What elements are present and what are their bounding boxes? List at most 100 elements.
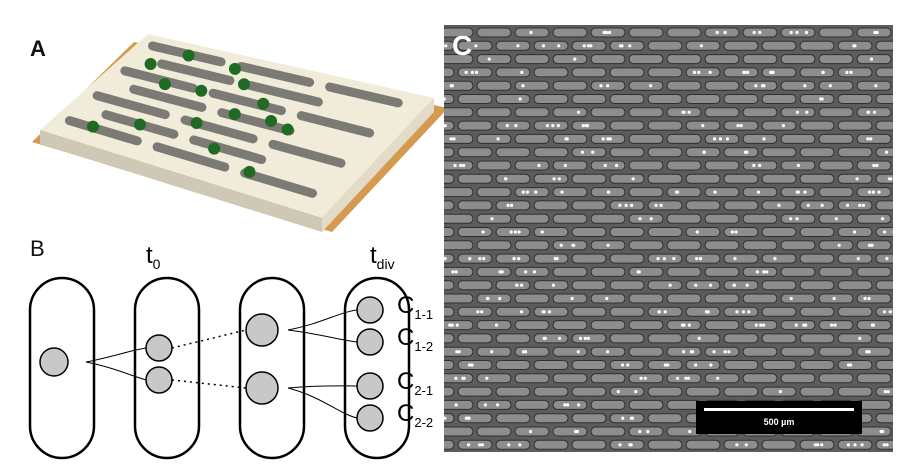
chip-chamber	[129, 84, 207, 112]
micro-cell	[461, 376, 465, 380]
cell-label-c22: C2-2	[397, 400, 434, 430]
micro-chamber	[875, 360, 893, 370]
micro-cell	[777, 203, 781, 207]
micro-cell	[675, 376, 680, 380]
micro-chamber	[685, 360, 721, 370]
micro-cell	[697, 70, 701, 74]
micro-cell	[866, 137, 870, 141]
micro-cell	[599, 84, 603, 88]
micro-cell	[454, 403, 458, 407]
micro-cell	[796, 190, 800, 194]
micro-chamber	[856, 213, 892, 224]
micro-chamber	[444, 426, 474, 437]
micro-chamber	[666, 27, 702, 38]
micro-cell	[754, 84, 758, 88]
micro-cell	[509, 230, 513, 234]
micro-chamber	[761, 147, 797, 158]
micro-chamber	[704, 160, 740, 171]
micro-cell	[581, 124, 585, 128]
micro-cell	[516, 44, 520, 48]
micro-cell	[820, 203, 824, 207]
micro-chamber	[571, 200, 607, 211]
micro-cell	[586, 44, 591, 48]
micro-chamber	[761, 280, 797, 291]
micro-cell	[628, 44, 632, 48]
micro-cell	[687, 110, 691, 114]
micro-chamber	[533, 173, 569, 184]
micro-cell	[649, 217, 653, 221]
chamber-3	[238, 276, 306, 460]
micro-cell	[828, 84, 832, 88]
micro-chamber	[609, 120, 645, 131]
micro-cell	[560, 190, 564, 194]
micro-cell	[518, 443, 522, 447]
micro-cell	[662, 257, 667, 261]
micro-chamber	[628, 293, 664, 304]
micro-chamber	[444, 333, 455, 344]
chip-bead	[195, 84, 208, 97]
micro-chamber	[685, 280, 721, 291]
micro-cell	[498, 296, 502, 301]
micro-cell	[620, 363, 625, 367]
micro-chamber	[476, 133, 512, 144]
micro-cell	[449, 137, 453, 141]
micro-cell	[781, 124, 785, 128]
micro-cell	[572, 243, 576, 247]
micro-cell	[861, 203, 865, 207]
micro-chamber	[666, 160, 702, 171]
micro-cell	[680, 323, 685, 327]
micro-chamber	[457, 253, 493, 264]
micro-chamber	[552, 213, 588, 224]
micro-cell	[867, 190, 872, 194]
micro-cell	[529, 30, 533, 35]
micro-chamber	[533, 360, 569, 370]
micro-cell	[739, 124, 743, 128]
micro-cell	[871, 323, 876, 327]
micro-cell	[668, 283, 672, 287]
micro-cell	[643, 376, 647, 380]
micro-chamber	[647, 227, 683, 237]
micro-chamber	[818, 346, 854, 357]
micro-chamber	[780, 133, 816, 144]
micro-chamber	[457, 94, 493, 104]
micro-chamber	[476, 346, 512, 357]
micro-cell	[603, 163, 607, 168]
micro-chamber	[552, 266, 588, 277]
chip-chamber	[245, 80, 323, 107]
micro-chamber	[837, 147, 873, 158]
micro-cell	[542, 310, 546, 314]
micro-cell	[566, 403, 570, 407]
micro-cell	[591, 150, 595, 154]
micro-cell	[778, 390, 782, 394]
micro-chamber	[476, 107, 512, 118]
micro-chamber	[514, 373, 550, 384]
micro-chamber	[875, 120, 893, 131]
micro-chamber	[444, 40, 455, 51]
micro-chamber	[761, 67, 797, 78]
micro-chamber	[723, 200, 759, 211]
micro-chamber	[444, 227, 455, 237]
micro-cell	[789, 30, 793, 35]
micro-chamber	[609, 306, 645, 317]
micro-cell	[452, 137, 456, 141]
micro-cell	[448, 323, 452, 327]
micro-cell	[718, 137, 723, 141]
micro-chamber	[742, 80, 778, 91]
micro-cell	[867, 110, 871, 114]
micro-cell	[606, 137, 610, 141]
micro-cell	[583, 336, 587, 340]
micrograph: 500 µm	[444, 25, 893, 452]
micro-chamber	[590, 426, 626, 437]
micro-cell	[517, 257, 521, 261]
chip-bead	[158, 78, 171, 91]
cell-c12	[356, 328, 384, 356]
micro-chamber	[628, 320, 664, 331]
micro-chamber	[856, 426, 892, 437]
micro-chamber	[780, 373, 816, 384]
micro-chamber	[495, 120, 531, 131]
micro-chamber	[476, 373, 512, 384]
micro-chamber	[666, 80, 702, 91]
micro-chamber	[647, 67, 683, 78]
micro-cell	[467, 363, 472, 367]
micro-chamber	[647, 280, 683, 291]
